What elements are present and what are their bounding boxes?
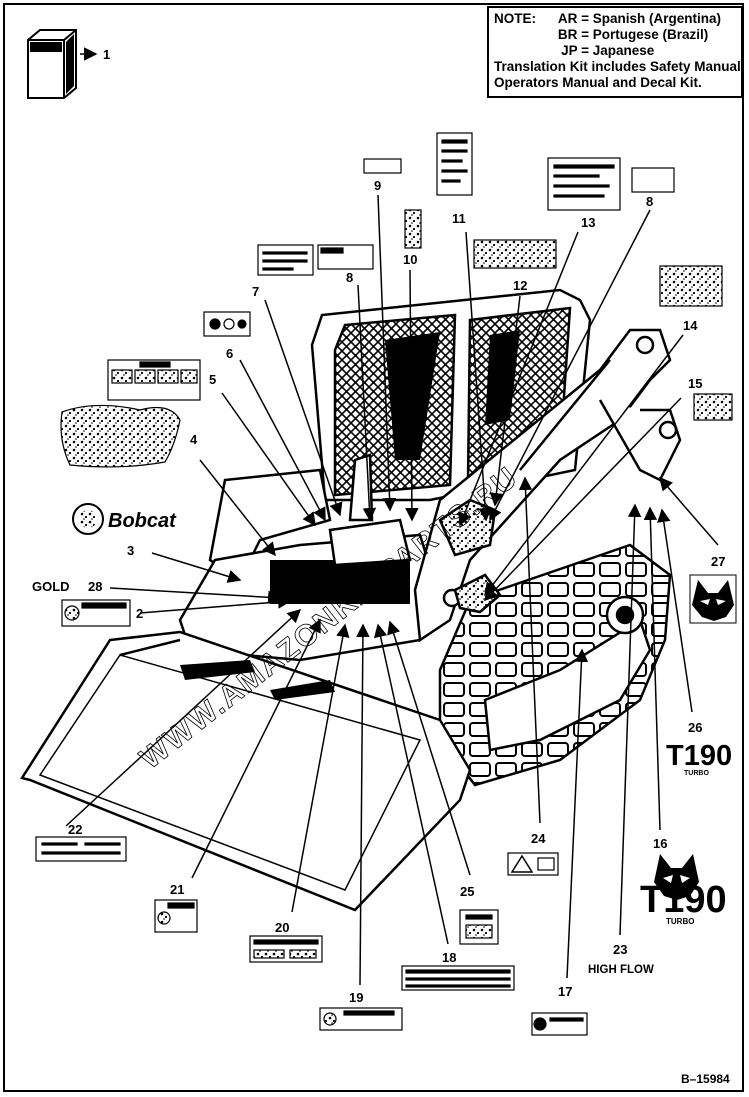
callout-19: 19 [349,990,363,1005]
leader-lines [65,47,719,986]
note-text-ar: Spanish (Argentina) [592,11,722,26]
gold-label: GOLD [32,579,70,594]
decal-4-translation [60,404,181,468]
callout-5: 5 [209,372,216,387]
callout-20: 20 [275,920,289,935]
loader-machine [20,288,682,912]
callout-21: 21 [170,882,184,897]
callout-23: 23 [613,942,627,957]
callout-24: 24 [531,831,546,846]
decal-10 [404,209,422,249]
model-decal-16: T190 [640,879,727,921]
callout-18: 18 [442,950,456,965]
decal-15 [693,393,733,421]
model-decal-26-sub: TURBO [684,770,709,777]
callout-13: 13 [581,215,595,230]
callout-12: 12 [513,278,527,293]
callout-16: 16 [653,836,667,851]
callout-8-cab: 8 [346,270,353,285]
callout-7: 7 [252,284,259,299]
callout-15: 15 [688,376,702,391]
callout-numbers: 1 2 3 4 5 6 7 8 8 9 10 11 12 13 14 15 16… [32,47,732,1086]
note-text-br: Portugese (Brazil) [592,27,709,42]
callout-9: 9 [374,178,381,193]
callout-2: 2 [136,606,143,621]
bobcat-brand-logo [72,503,104,535]
model-decal-26: T190 [666,740,732,772]
callout-1: 1 [103,47,110,62]
callout-10: 10 [403,252,417,267]
decal-8-warning [631,167,675,193]
note-box: NOTE: AR = Spanish (Argentina) BR = Portu… [487,6,745,98]
decal-22 [35,836,127,862]
decal-8b [659,265,723,307]
callout-17: 17 [558,984,572,999]
figure-id: B–15984 [681,1072,730,1086]
callout-27: 27 [711,554,725,569]
callout-11: 11 [452,211,466,226]
high-flow-label: HIGH FLOW [588,964,654,976]
note-code-ar: AR = [557,11,589,26]
callout-28: 28 [88,579,102,594]
note-code-jp: JP = [561,43,589,58]
callout-8-right: 8 [646,194,653,209]
decal-thumbnails [35,132,733,1036]
callout-22: 22 [68,822,82,837]
callout-3: 3 [127,543,134,558]
callout-6: 6 [226,346,233,361]
note-footnote-1: Translation Kit includes Safety Manual, [494,59,745,74]
manual-book-icon [27,29,77,99]
decal-12 [473,239,557,269]
callout-4: 4 [190,432,198,447]
callout-14: 14 [683,318,698,333]
model-decal-16-sub: TURBO [666,917,694,926]
callout-25: 25 [460,884,474,899]
bobcat-head-logo-large [654,854,699,900]
note-code-br: BR = [557,27,589,42]
callout-26: 26 [688,720,702,735]
note-footnote-2: Operators Manual and Decal Kit. [494,75,702,90]
brand-wordmark: Bobcat [108,510,177,532]
note-heading: NOTE: [494,11,536,26]
bobcat-head-logo-small [689,574,737,624]
note-text-jp: Japanese [592,43,655,58]
drawing-frame [3,3,744,1092]
decal-9-blank [363,158,402,174]
